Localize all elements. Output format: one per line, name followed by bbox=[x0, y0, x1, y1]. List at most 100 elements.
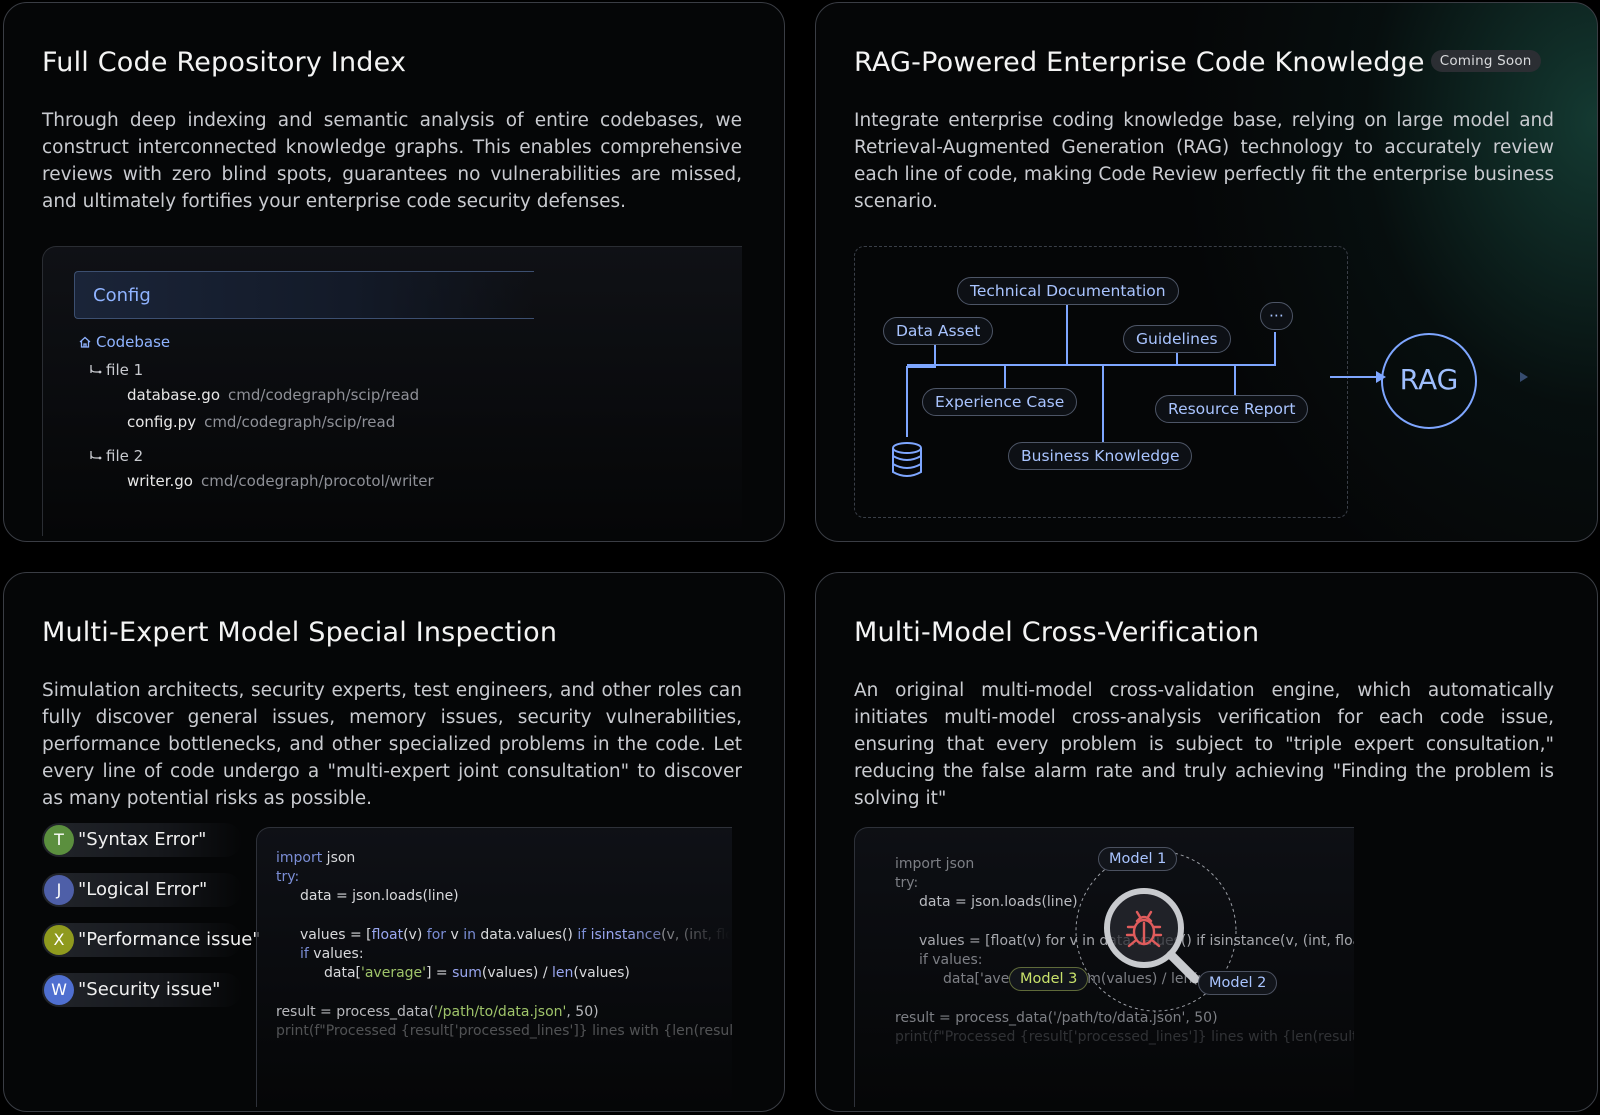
magnifier-bug-icon bbox=[1104, 888, 1200, 984]
tree-leaf[interactable]: database.go cmd/codegraph/scip/read bbox=[127, 386, 419, 404]
expert-chip-logical: J"Logical Error" bbox=[42, 873, 242, 907]
code-text: json bbox=[322, 850, 356, 866]
code-text: values = [ bbox=[300, 927, 372, 943]
code-line: result = process_data('/path/to/data.jso… bbox=[276, 1004, 599, 1020]
code-keyword: try: bbox=[276, 869, 300, 885]
multi-expert-title: Multi-Expert Model Special Inspection bbox=[42, 617, 558, 648]
code-line: if values: bbox=[300, 946, 364, 962]
avatar: T bbox=[44, 825, 74, 855]
config-tab[interactable]: Config bbox=[74, 271, 534, 319]
code-line: import json bbox=[895, 856, 975, 872]
expert-label: "Performance issue" bbox=[78, 929, 261, 950]
diagram-connectors bbox=[906, 304, 1276, 442]
rag-title-text: RAG-Powered Enterprise Code Knowledge bbox=[854, 47, 1425, 78]
code-keyword: for bbox=[426, 927, 447, 943]
file-name: database.go bbox=[127, 386, 221, 404]
repo-tree-panel: Config Codebase file 1 database.go cmd/co… bbox=[42, 246, 742, 536]
code-keyword: if bbox=[300, 946, 309, 962]
multi-expert-card: Multi-Expert Model Special Inspection Si… bbox=[3, 572, 785, 1112]
model-2-pill: Model 2 bbox=[1198, 971, 1278, 995]
code-line: data = json.loads(line) bbox=[300, 888, 459, 904]
code-text: (v, (int, float bbox=[661, 927, 730, 943]
code-function: float bbox=[371, 927, 404, 943]
knowledge-diagram: Technical Documentation Data Asset Guide… bbox=[854, 246, 1348, 518]
code-function: sum bbox=[452, 965, 482, 981]
code-line: try: bbox=[276, 869, 299, 885]
tree-leaf[interactable]: config.py cmd/codegraph/scip/read bbox=[127, 413, 395, 431]
database-icon bbox=[892, 442, 922, 477]
file-name: writer.go bbox=[127, 472, 193, 490]
branch-icon bbox=[90, 365, 102, 374]
cross-verify-card: Multi-Model Cross-Verification An origin… bbox=[815, 572, 1598, 1112]
rag-node: RAG bbox=[1381, 333, 1477, 429]
code-snippet-panel: import json try: data = json.loads(line)… bbox=[854, 827, 1354, 1107]
tree-leaf[interactable]: writer.go cmd/codegraph/procotol/writer bbox=[127, 472, 434, 490]
coming-soon-badge: Coming Soon bbox=[1430, 49, 1541, 72]
avatar: X bbox=[44, 925, 74, 955]
tree-file-1[interactable]: file 1 bbox=[88, 361, 143, 379]
expert-chip-syntax: T"Syntax Error" bbox=[42, 823, 242, 857]
expert-label: "Syntax Error" bbox=[78, 829, 207, 850]
node-business-knowledge: Business Knowledge bbox=[1008, 442, 1193, 470]
rag-description: Integrate enterprise coding knowledge ba… bbox=[854, 110, 1554, 212]
node-more: ··· bbox=[1260, 302, 1293, 330]
code-function: isinstance bbox=[586, 927, 662, 943]
code-function: len bbox=[552, 965, 574, 981]
node-experience-case: Experience Case bbox=[922, 388, 1078, 416]
repo-index-card: Full Code Repository Index Through deep … bbox=[3, 2, 785, 542]
code-text: (values) bbox=[573, 965, 630, 981]
tree-file-2[interactable]: file 2 bbox=[88, 447, 143, 465]
code-line: if values: bbox=[919, 952, 983, 968]
code-snippet-panel: import json try: data = json.loads(line)… bbox=[256, 827, 732, 1107]
cross-verify-description: An original multi-model cross-validation… bbox=[854, 680, 1554, 809]
cross-verify-title: Multi-Model Cross-Verification bbox=[854, 617, 1260, 648]
code-keyword: in bbox=[463, 927, 476, 943]
code-line: values = [float(v) for v in data.values(… bbox=[300, 927, 730, 943]
file-path: cmd/codegraph/scip/read bbox=[228, 386, 420, 404]
tree-file-1-label: file 1 bbox=[106, 361, 144, 379]
code-text: data.values() bbox=[475, 927, 578, 943]
code-line: print(f"Processed {result['processed_lin… bbox=[895, 1029, 1354, 1045]
expert-label: "Security issue" bbox=[78, 979, 221, 1000]
code-keyword: if bbox=[577, 927, 587, 943]
model-3-pill: Model 3 bbox=[1009, 967, 1089, 991]
arrow-out-icon bbox=[1488, 372, 1528, 382]
home-icon bbox=[79, 336, 91, 348]
code-text: (values) / bbox=[481, 965, 552, 981]
tree-root-label: Codebase bbox=[96, 333, 171, 351]
node-resource-report: Resource Report bbox=[1155, 395, 1309, 423]
node-guidelines: Guidelines bbox=[1123, 325, 1231, 353]
code-keyword: import bbox=[276, 850, 323, 866]
file-name: config.py bbox=[127, 413, 197, 431]
code-text: data[ bbox=[324, 965, 361, 981]
avatar: W bbox=[44, 975, 74, 1005]
code-string: 'average' bbox=[361, 965, 427, 981]
code-text: values: bbox=[308, 946, 364, 962]
expert-label: "Logical Error" bbox=[78, 879, 208, 900]
expert-chip-security: W"Security issue" bbox=[42, 973, 242, 1007]
code-text: v bbox=[446, 927, 464, 943]
file-path: cmd/codegraph/scip/read bbox=[204, 413, 396, 431]
file-path: cmd/codegraph/procotol/writer bbox=[200, 472, 434, 490]
code-string: '/path/to/data.json' bbox=[434, 1004, 567, 1020]
tree-root-codebase[interactable]: Codebase bbox=[78, 333, 170, 351]
code-text: , 50) bbox=[566, 1004, 599, 1020]
model-1-pill: Model 1 bbox=[1098, 847, 1178, 871]
code-line: result = process_data('/path/to/data.jso… bbox=[895, 1010, 1218, 1026]
code-text: (v) bbox=[403, 927, 427, 943]
multi-expert-description: Simulation architects, security experts,… bbox=[42, 680, 742, 809]
branch-icon bbox=[90, 451, 102, 460]
verification-orbit bbox=[1075, 850, 1237, 1012]
code-line: print(f"Processed {result['processed_lin… bbox=[276, 1023, 732, 1039]
tree-file-2-label: file 2 bbox=[106, 447, 144, 465]
repo-index-description: Through deep indexing and semantic analy… bbox=[42, 110, 742, 212]
code-text: ] = bbox=[426, 965, 453, 981]
expert-chip-performance: X"Performance issue" bbox=[42, 923, 261, 957]
avatar: J bbox=[44, 875, 74, 905]
code-line: data = json.loads(line) bbox=[919, 894, 1078, 910]
code-line: try: bbox=[895, 875, 919, 891]
node-technical-documentation: Technical Documentation bbox=[957, 277, 1179, 305]
code-line: import json bbox=[276, 850, 355, 866]
